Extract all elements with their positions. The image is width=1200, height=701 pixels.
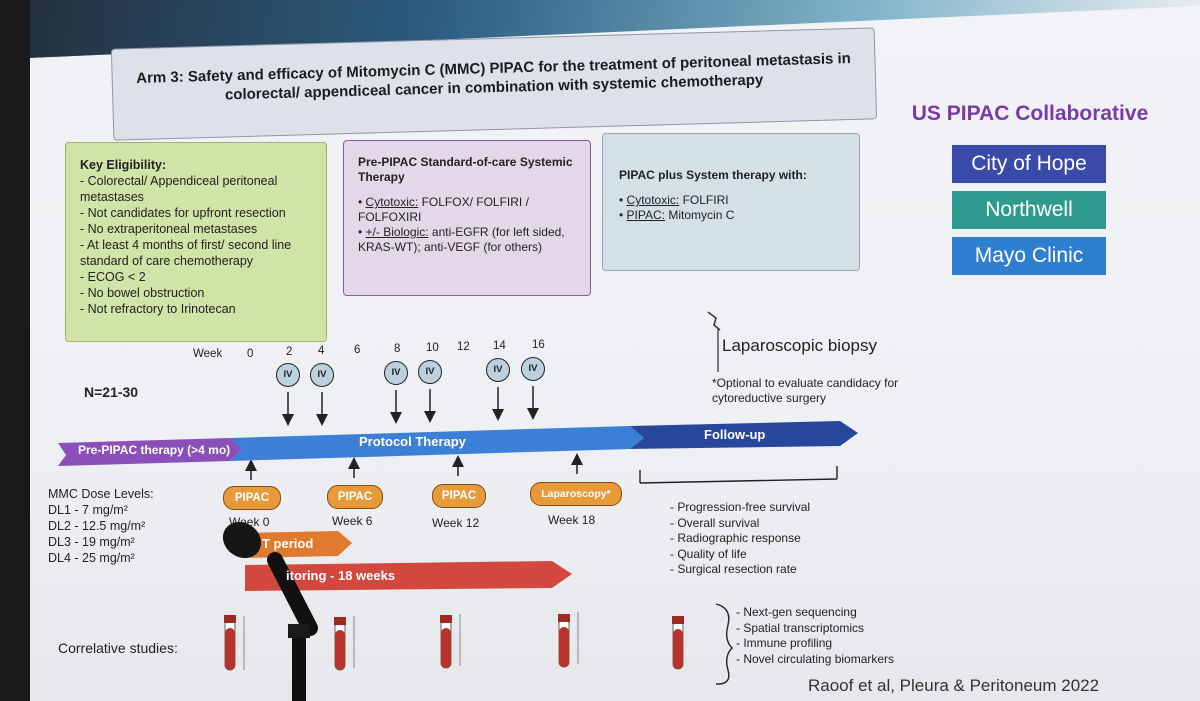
- eligibility-list: - Colorectal/ Appendiceal peritoneal met…: [80, 173, 312, 317]
- list-item: - Radiographic response: [670, 531, 801, 545]
- followup-arrow: [630, 421, 858, 449]
- pipac-pill: PIPAC: [327, 485, 383, 509]
- pipac-plus-pipac: • PIPAC: Mitomycin C: [619, 208, 735, 222]
- dose-level: DL2 - 12.5 mg/m²: [48, 519, 146, 533]
- iv-circle: IV: [310, 363, 334, 387]
- week-number: 8: [394, 343, 401, 355]
- biopsy-tool-icon: [707, 311, 721, 372]
- week-number: 14: [493, 340, 506, 352]
- iv-circle: IV: [418, 360, 442, 384]
- list-item: - At least 4 months of first/ second lin…: [80, 238, 292, 268]
- dose-levels: MMC Dose Levels: DL1 - 7 mg/m² DL2 - 12.…: [48, 486, 154, 566]
- week-number: 0: [247, 348, 254, 360]
- blood-tube-icon: [224, 615, 245, 671]
- protocol-phase-label: Protocol Therapy: [359, 434, 466, 449]
- dose-level: DL3 - 19 mg/m²: [48, 535, 135, 549]
- institution-mayo-clinic: Mayo Clinic: [952, 237, 1106, 275]
- list-item: - Progression-free survival: [670, 500, 811, 514]
- pipac-plus-cytotoxic: • Cytotoxic: FOLFIRI: [619, 193, 729, 207]
- monitoring-bar-label: itoring - 18 weeks: [286, 568, 396, 583]
- list-item: - Overall survival: [670, 515, 760, 530]
- week-number: 10: [426, 342, 439, 354]
- dlt-bar-label: T period: [262, 536, 314, 551]
- pipac-plus-box: PIPAC plus System therapy with: • Cytoto…: [602, 133, 860, 271]
- list-item: - Next-gen sequencing: [736, 605, 857, 619]
- correlative-label: Correlative studies:: [58, 640, 178, 656]
- monitoring-bar: [245, 561, 572, 591]
- list-item: - Colorectal/ Appendiceal peritoneal met…: [80, 174, 278, 204]
- dlt-bar: [245, 531, 352, 558]
- outcomes-list: - Progression-free survival - Overall su…: [670, 500, 810, 578]
- protocol-arrow: [230, 426, 644, 461]
- list-item: - Immune profiling: [736, 636, 833, 650]
- microphone: [222, 521, 318, 701]
- pipac-pill: PIPAC: [432, 484, 486, 508]
- list-item: - ECOG < 2: [80, 270, 146, 284]
- blood-tube-icon: [334, 616, 355, 671]
- week-label: Week: [193, 348, 223, 360]
- list-item: - Not refractory to Irinotecan: [80, 302, 236, 316]
- blood-tube-icon: [672, 616, 684, 670]
- week-caption: Week 12: [432, 516, 480, 530]
- institution-northwell: Northwell: [952, 191, 1106, 229]
- list-item: - Novel circulating biomarkers: [736, 651, 895, 666]
- pipac-pill: PIPAC: [223, 486, 281, 510]
- pipac-label: PIPAC:: [626, 208, 666, 222]
- list-item: - No extraperitoneal metastases: [80, 222, 258, 236]
- pre-pipac-heading: Pre-PIPAC Standard-of-care Systemic Ther…: [358, 155, 573, 184]
- pipac-plus-heading: PIPAC plus System therapy with:: [619, 168, 807, 182]
- cytotoxic-label: Cytotoxic:: [365, 195, 419, 209]
- week-number: 16: [532, 339, 545, 351]
- dose-level: DL4 - 25 mg/m²: [48, 551, 135, 565]
- followup-phase-label: Follow-up: [704, 427, 766, 442]
- n-label: N=21-30: [84, 384, 139, 400]
- iv-circle: IV: [486, 358, 510, 382]
- pre-pipac-arrow: [58, 438, 242, 466]
- followup-bracket: [639, 466, 838, 484]
- cytotoxic-label: Cytotoxic:: [626, 193, 680, 207]
- eligibility-box: Key Eligibility: - Colorectal/ Appendice…: [65, 142, 327, 342]
- week-number: 4: [318, 345, 325, 357]
- list-item: - Not candidates for upfront resection: [80, 206, 286, 220]
- pre-pipac-cytotoxic: • Cytotoxic: FOLFOX/ FOLFIRI / FOLFOXIRI: [358, 195, 529, 224]
- correlative-list: - Next-gen sequencing - Spatial transcri…: [736, 605, 894, 667]
- collaborative-title: US PIPAC Collaborative: [911, 102, 1149, 125]
- slide: Arm 3: Safety and efficacy of Mitomycin …: [30, 0, 1200, 701]
- pre-pipac-box: Pre-PIPAC Standard-of-care Systemic Ther…: [343, 140, 591, 296]
- cytotoxic-text: FOLFOX/ FOLFIRI / FOLFOXIRI: [358, 195, 529, 224]
- cytotoxic-text: FOLFIRI: [682, 193, 729, 207]
- list-item: - Surgical resection rate: [670, 562, 797, 576]
- pipac-text: Mitomycin C: [668, 208, 735, 222]
- timeline-arrows-svg: [58, 311, 858, 701]
- biologic-text: anti-EGFR (for left sided, KRAS-WT); ant…: [358, 225, 565, 254]
- blood-tube-icon: [440, 614, 461, 669]
- institution-city-of-hope: City of Hope: [952, 145, 1106, 183]
- pre-pipac-phase-label: Pre-PIPAC therapy (>4 mo): [78, 443, 231, 457]
- week-caption: Week 18: [548, 513, 596, 527]
- week-number: 12: [457, 341, 470, 353]
- biologic-label: +/- Biologic:: [365, 225, 429, 239]
- iv-circle: IV: [384, 361, 408, 385]
- pre-pipac-biologic: • +/- Biologic: anti-EGFR (for left side…: [358, 225, 565, 254]
- correlative-bracket: [715, 603, 733, 685]
- dose-heading: MMC Dose Levels:: [48, 487, 154, 501]
- laparoscopic-biopsy-label: Laparoscopic biopsy: [722, 336, 877, 355]
- list-item: - Spatial transcriptomics: [736, 620, 865, 635]
- iv-circle: IV: [276, 363, 300, 387]
- week-caption: Week 6: [332, 514, 373, 528]
- week-number: 2: [286, 346, 293, 358]
- iv-circle: IV: [521, 357, 545, 381]
- dose-level: DL1 - 7 mg/m²: [48, 503, 128, 517]
- list-item: - Quality of life: [670, 546, 747, 561]
- laparoscopy-pill: Laparoscopy*: [530, 482, 622, 506]
- list-item: - No bowel obstruction: [80, 286, 205, 300]
- citation: Raoof et al, Pleura & Peritoneum 2022: [808, 676, 1100, 695]
- eligibility-heading: Key Eligibility:: [80, 158, 167, 172]
- blood-tube-icon: [558, 612, 579, 668]
- week-caption: Week 0: [229, 515, 270, 529]
- week-number: 6: [354, 344, 361, 356]
- laparoscopic-note: *Optional to evaluate candidacy for cyto…: [712, 376, 899, 405]
